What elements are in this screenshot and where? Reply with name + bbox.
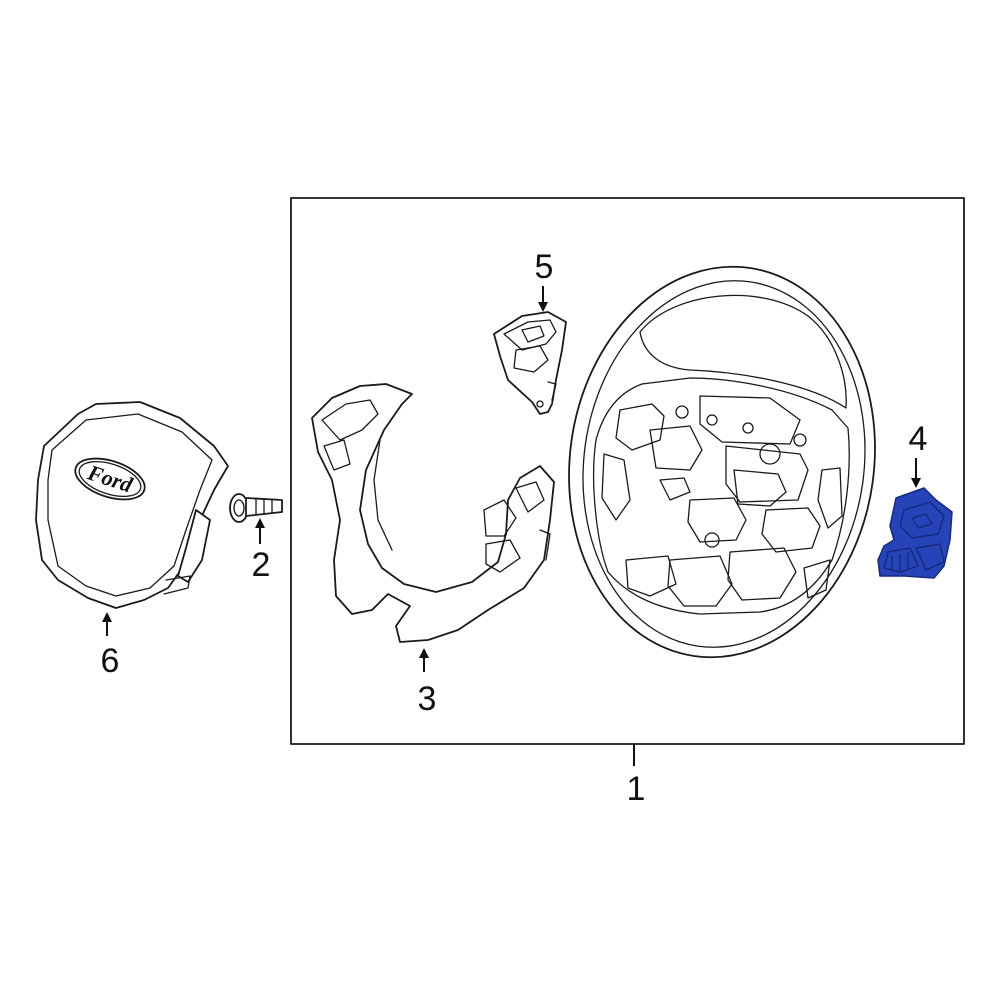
ford-logo-icon (74, 457, 146, 501)
callout-6-arrowhead (102, 612, 112, 622)
callout-3-number: 3 (418, 680, 437, 718)
switch-left-icon[interactable] (493, 311, 567, 415)
steering-wheel-icon[interactable] (544, 247, 900, 677)
switch-right-body (877, 487, 953, 579)
trim-bezel-icon[interactable] (311, 383, 555, 643)
switch-right-icon[interactable] (877, 487, 953, 579)
callout-4-number: 4 (909, 420, 928, 458)
callout-6-number: 6 (101, 642, 120, 680)
bolt-icon[interactable] (229, 493, 283, 523)
airbag-module-icon[interactable]: Ford (35, 401, 229, 609)
callout-2-number: 2 (252, 546, 271, 584)
callout-5-number: 5 (535, 248, 554, 286)
assembly-box (290, 197, 965, 745)
callout-3-arrowhead (419, 648, 429, 658)
callout-2-arrowhead (255, 518, 265, 528)
callout-1-number: 1 (627, 770, 646, 808)
callout-4-arrowhead (911, 478, 921, 488)
callout-5-arrowhead (538, 302, 548, 312)
